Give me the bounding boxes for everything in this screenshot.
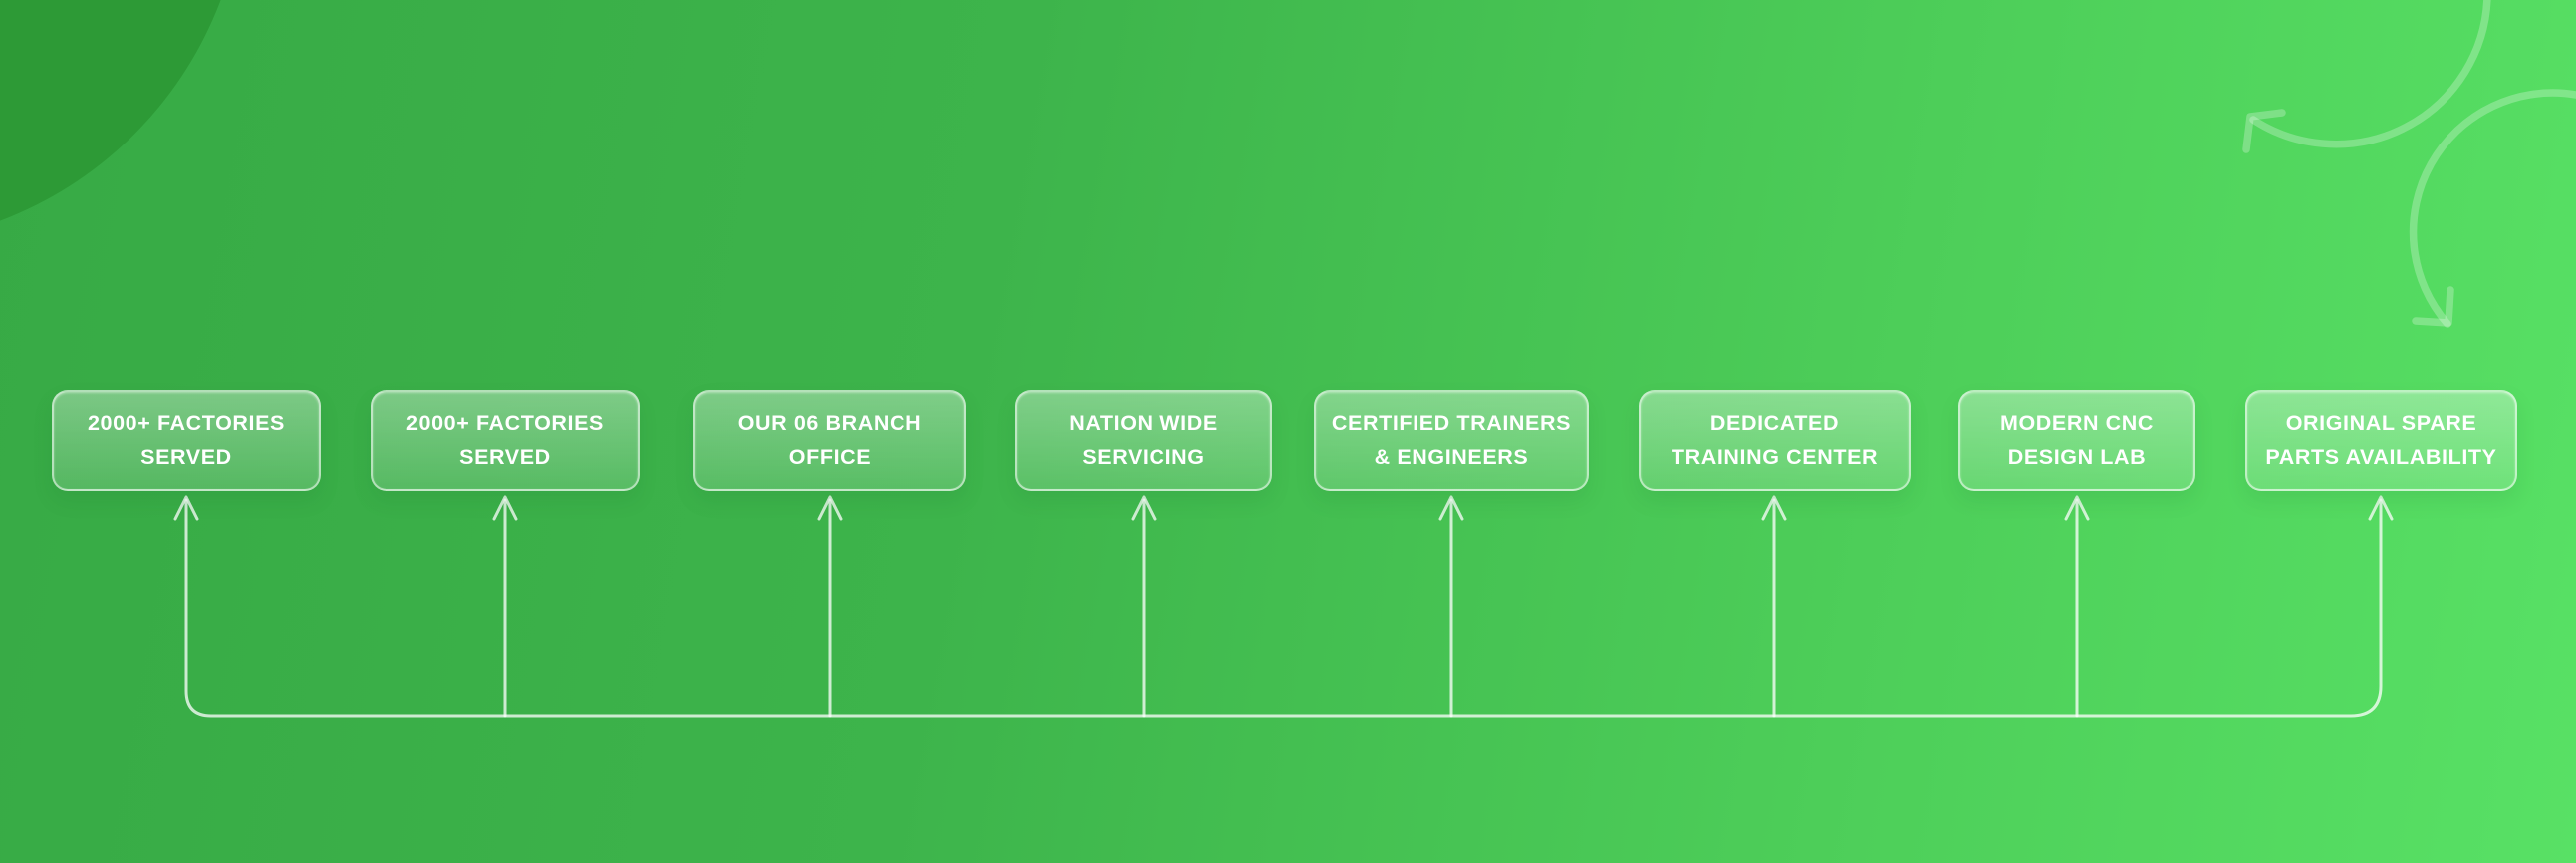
feature-card-line: TRAINING CENTER — [1671, 445, 1879, 469]
feature-card-line: SERVED — [459, 445, 551, 469]
feature-card-line: SERVED — [140, 445, 232, 469]
feature-card: OUR 06 BRANCH OFFICE — [693, 390, 966, 491]
feature-card-line: ORIGINAL SPARE — [2285, 411, 2477, 434]
feature-card: ORIGINAL SPARE PARTS AVAILABILITY — [2245, 390, 2517, 491]
feature-card: CERTIFIED TRAINERS & ENGINEERS — [1314, 390, 1589, 491]
feature-card: 2000+ FACTORIES SERVED — [371, 390, 640, 491]
feature-card-line: OUR 06 BRANCH — [737, 411, 922, 434]
feature-card-line: SERVICING — [1082, 445, 1205, 469]
feature-card-line: & ENGINEERS — [1374, 445, 1529, 469]
feature-card-line: OFFICE — [788, 445, 872, 469]
feature-card-line: 2000+ FACTORIES — [405, 411, 604, 434]
feature-card: 2000+ FACTORIES SERVED — [52, 390, 321, 491]
feature-card-line: PARTS AVAILABILITY — [2265, 445, 2497, 469]
feature-card-line: CERTIFIED TRAINERS — [1331, 411, 1572, 434]
feature-card-line: DEDICATED — [1709, 411, 1840, 434]
feature-card: NATION WIDE SERVICING — [1015, 390, 1272, 491]
feature-card: MODERN CNC DESIGN LAB — [1958, 390, 2195, 491]
feature-card-line: NATION WIDE — [1069, 411, 1218, 434]
feature-card-line: MODERN CNC — [1999, 411, 2155, 434]
feature-card-line: 2000+ FACTORIES — [87, 411, 285, 434]
feature-card: DEDICATED TRAINING CENTER — [1639, 390, 1911, 491]
feature-card-line: DESIGN LAB — [2007, 445, 2147, 469]
